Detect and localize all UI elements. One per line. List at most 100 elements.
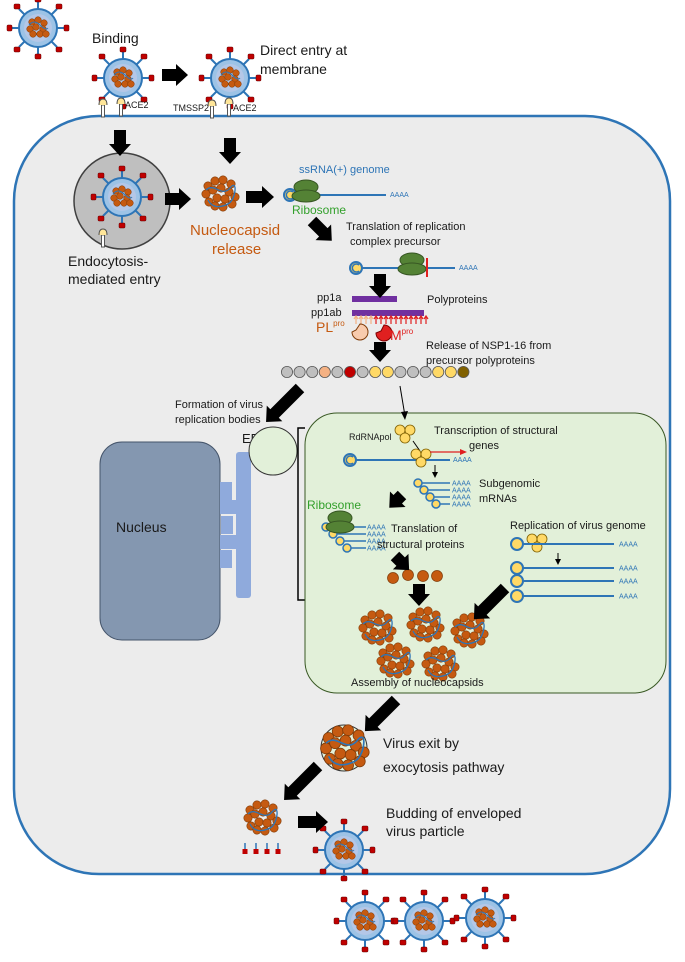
mpro-label: Mpro xyxy=(390,327,414,343)
nsp-bead xyxy=(369,365,382,378)
nsp-to-replication-arrow xyxy=(399,385,406,417)
ribosome-on-precursor xyxy=(397,252,427,276)
formation-label-line1: Formation of virus xyxy=(175,399,264,411)
ace2-receptor-1 xyxy=(98,98,108,118)
tmssp2-label: TMSSP2 xyxy=(173,103,209,113)
nucleus xyxy=(99,441,221,641)
plpro-cleavage-site xyxy=(358,314,364,324)
polya-tail: AAAA xyxy=(453,457,472,464)
released-virion-3 xyxy=(453,886,517,950)
plpro-label-main: PL xyxy=(316,319,333,335)
polya-tail: AAAA xyxy=(367,525,386,532)
plpro-label: PLpro xyxy=(316,319,345,335)
polya-tail: AAAA xyxy=(452,495,471,502)
nsp-bead xyxy=(457,365,470,378)
arrow-endosome-to-release xyxy=(165,188,191,210)
endocytosis-label-line2: mediated entry xyxy=(68,271,161,287)
nsp-bead xyxy=(331,365,344,378)
structural-proteins xyxy=(387,569,443,584)
genome-cap xyxy=(510,537,524,551)
virion-top-left xyxy=(6,0,70,60)
nucleus-label: Nucleus xyxy=(116,519,167,535)
nsp-bead xyxy=(394,365,407,378)
genome-cap xyxy=(510,574,524,588)
subgenomic-mrna-cap xyxy=(425,492,435,502)
replication-body-bracket xyxy=(297,427,305,601)
subgenomic-label-line1: Subgenomic xyxy=(479,478,541,490)
nsp-bead xyxy=(419,365,432,378)
replication-vesicle xyxy=(248,426,298,476)
arrow-replication-to-assembly xyxy=(473,583,510,620)
mpro-cleavage-site xyxy=(423,314,429,324)
direct-entry-label-line2: membrane xyxy=(260,61,327,77)
polya-tail: AAAA xyxy=(390,192,409,199)
nsp-bead xyxy=(306,365,319,378)
replication-body xyxy=(304,412,667,694)
nsp-to-replication-arrowhead xyxy=(401,411,408,420)
plpro-cleavage-site xyxy=(363,314,369,324)
nucleocapsid-label-line1: Nucleocapsid xyxy=(190,222,280,239)
arrow-mrna-to-translation xyxy=(389,490,407,508)
polya-tail: AAAA xyxy=(619,594,638,601)
virion-endocytosed xyxy=(90,165,154,229)
transcription-label-line1: Transcription of structural xyxy=(434,425,558,437)
release-nsp-label-line2: precursor polyproteins xyxy=(426,355,535,367)
polya-tail: AAAA xyxy=(452,502,471,509)
arrow-binding-to-endocytosis xyxy=(109,130,131,156)
transcription-direction-arrowhead xyxy=(460,449,467,455)
release-nsp-label-line1: Release of NSP1-16 from xyxy=(426,340,551,352)
plpro-cleavage-site xyxy=(368,314,374,324)
mpro-enzyme xyxy=(375,324,393,342)
ribosome-label-mid: Ribosome xyxy=(307,498,361,512)
translation-replication-label-line1: Translation of replication xyxy=(346,221,465,233)
genome-cap xyxy=(510,589,524,603)
exit-label-line2: exocytosis pathway xyxy=(383,759,504,775)
arrow-nsp-to-replication-bodies xyxy=(266,383,305,422)
ace2-label-2: ACE2 xyxy=(233,103,257,113)
nsp-bead xyxy=(280,365,293,378)
endoplasmic-reticulum xyxy=(220,452,251,598)
cleavage-sites xyxy=(353,314,429,324)
nsp-bead xyxy=(444,365,457,378)
replication-label: Replication of virus genome xyxy=(510,520,646,532)
nsp-bead xyxy=(381,365,394,378)
genome-cap xyxy=(510,561,524,575)
replication-step-arrowhead xyxy=(555,559,561,565)
pp1ab-label: pp1ab xyxy=(311,307,342,319)
mpro-cleavage-site xyxy=(398,314,404,324)
translating-mrna-cap xyxy=(342,543,352,553)
arrow-genome-to-precursor xyxy=(307,216,332,241)
mpro-cleavage-site xyxy=(403,314,409,324)
arrow-proteins-to-assembly xyxy=(408,584,430,606)
polya-tail: AAAA xyxy=(459,265,478,272)
ribosome-structural xyxy=(325,510,355,534)
endocytosis-label-line1: Endocytosis- xyxy=(68,253,148,269)
arrow-exocytosis-to-budding xyxy=(284,761,323,800)
pp1a-label: pp1a xyxy=(317,292,342,304)
mpro-cleavage-site xyxy=(418,314,424,324)
subgenomic-mrna-cap xyxy=(431,499,441,509)
polya-tail: AAAA xyxy=(619,566,638,573)
plpro-label-superscript: pro xyxy=(333,319,345,328)
pp1a-bar xyxy=(352,296,397,302)
nsp-bead xyxy=(293,365,306,378)
formation-label-line2: replication bodies xyxy=(175,414,261,426)
mpro-cleavage-site xyxy=(413,314,419,324)
translating-mrna-cap xyxy=(335,536,345,546)
transcription-to-mrna-arrowhead xyxy=(432,472,438,478)
polya-tail: AAAA xyxy=(367,539,386,546)
arrow-precursor-to-polyproteins xyxy=(369,274,391,298)
transcription-label-line2: genes xyxy=(469,440,499,452)
ssrna-genome-label: ssRNA(+) genome xyxy=(299,164,390,176)
plpro-enzyme xyxy=(351,323,369,341)
binding-label: Binding xyxy=(92,30,139,46)
mpro-cleavage-site xyxy=(383,314,389,324)
polya-tail: AAAA xyxy=(452,481,471,488)
subgenomic-mrna-cap xyxy=(419,485,429,495)
nsp-bead xyxy=(356,365,369,378)
released-virion-1 xyxy=(333,889,397,953)
polya-tail: AAAA xyxy=(452,488,471,495)
nsp-bead xyxy=(432,365,445,378)
